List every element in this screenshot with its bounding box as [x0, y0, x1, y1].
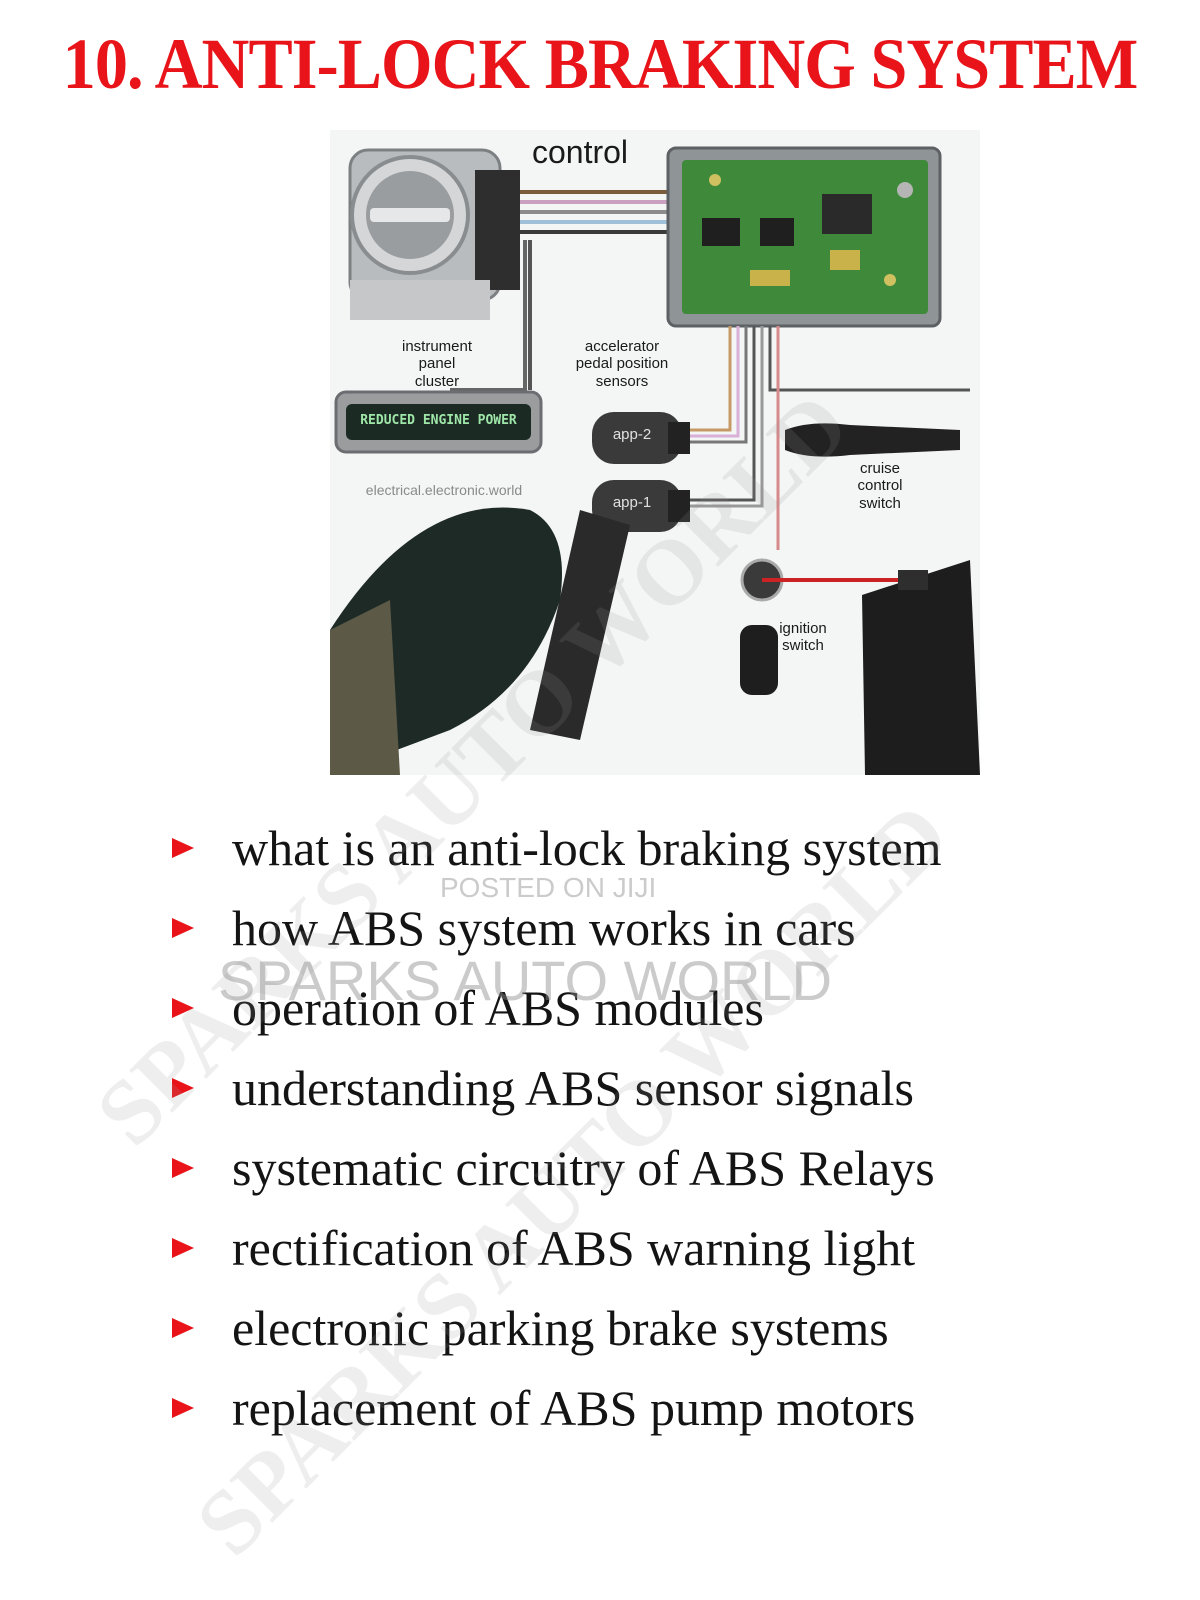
arrow-bullet-icon [172, 998, 194, 1018]
abs-diagram-image: control instrument panel cluster REDUCED… [330, 130, 980, 775]
label-reduced-engine-power: REDUCED ENGINE POWER [360, 413, 517, 428]
label-accelerator-pedal-sensors: accelerator pedal position sensors [575, 338, 669, 390]
cruise-switch-icon [785, 423, 960, 457]
label-app-2: app-2 [612, 426, 652, 443]
arrow-bullet-icon [172, 1318, 194, 1338]
list-item: operation of ABS modules [172, 968, 1172, 1048]
arrow-bullet-icon [172, 838, 194, 858]
ignition-switch-icon [740, 558, 910, 695]
instrument-cluster-display [334, 390, 543, 454]
arrow-bullet-icon [172, 1238, 194, 1258]
list-item: replacement of ABS pump motors [172, 1368, 1172, 1448]
label-cruise-control-switch: cruise control switch [857, 460, 903, 512]
control-module-icon [666, 146, 942, 328]
battery-icon [862, 560, 980, 775]
diagram-illustration [330, 146, 980, 775]
arrow-bullet-icon [172, 1158, 194, 1178]
topic-list: what is an anti-lock braking system how … [172, 808, 1172, 1448]
list-item: how ABS system works in cars [172, 888, 1172, 968]
pedal-sensor-icon [592, 412, 690, 532]
arrow-bullet-icon [172, 1078, 194, 1098]
list-item: what is an anti-lock braking system [172, 808, 1172, 888]
arrow-bullet-icon [172, 918, 194, 938]
list-item: systematic circuitry of ABS Relays [172, 1128, 1172, 1208]
list-item: understanding ABS sensor signals [172, 1048, 1172, 1128]
label-ignition-switch: ignition switch [779, 620, 827, 655]
page-title: 10. ANTI-LOCK BRAKING SYSTEM [62, 24, 1139, 104]
label-app-1: app-1 [612, 494, 652, 511]
throttle-body-icon [348, 148, 520, 320]
label-instrument-panel-cluster: instrument panel cluster [401, 338, 473, 390]
label-website: electrical.electronic.world [365, 482, 523, 498]
list-item: rectification of ABS warning light [172, 1208, 1172, 1288]
label-control: control [531, 134, 629, 170]
shoe-on-pedal-icon [330, 507, 630, 775]
arrow-bullet-icon [172, 1398, 194, 1418]
list-item: electronic parking brake systems [172, 1288, 1172, 1368]
